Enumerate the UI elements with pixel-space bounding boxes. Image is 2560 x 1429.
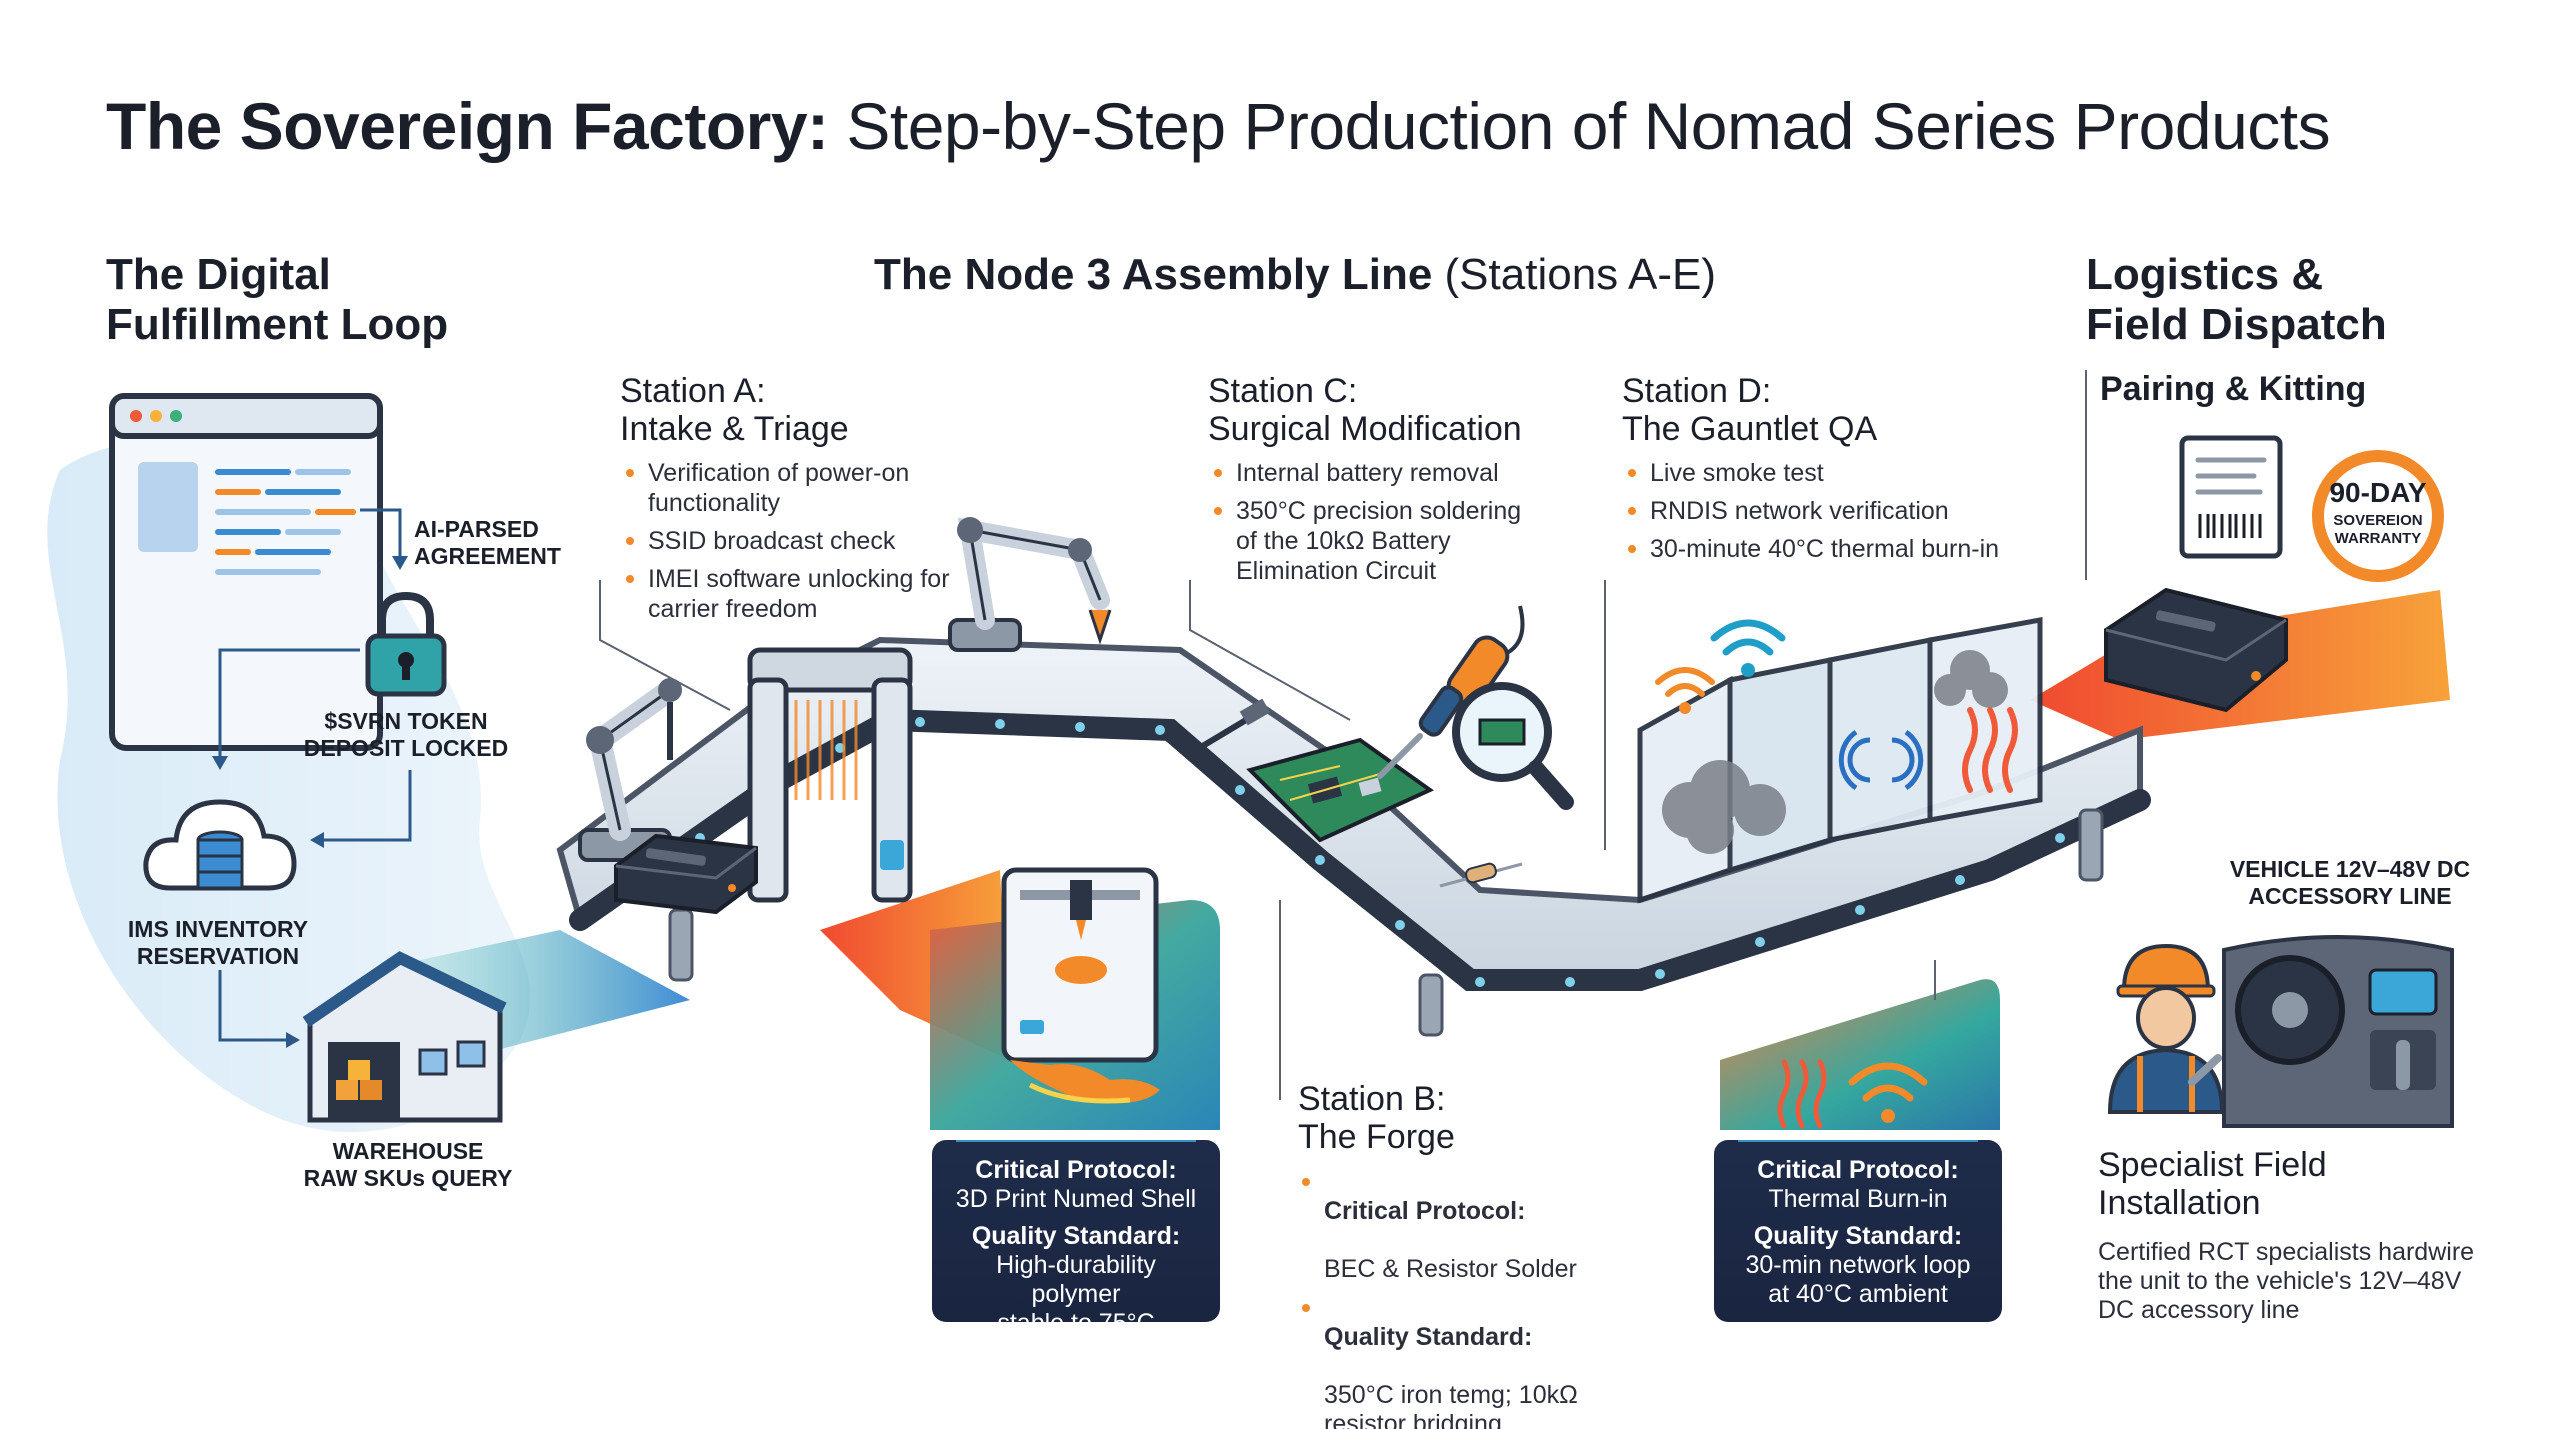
heading-assembly-line: The Node 3 Assembly Line (Stations A-E): [874, 250, 1874, 300]
router-device-icon: [2104, 587, 2288, 713]
scanner-gate-icon: [747, 647, 913, 903]
station-b-key: Critical Protocol:: [1324, 1197, 1526, 1225]
station-d: Station D: The Gauntlet QA Live smoke te…: [1622, 372, 2042, 572]
station-d-item: 30-minute 40°C thermal burn-in: [1622, 534, 2042, 564]
station-c-title-1: Station C:: [1208, 372, 1358, 410]
station-b-value: BEC & Resistor Solder: [1324, 1255, 1577, 1283]
field-installation-text: Certified RCT specialists hardwire the u…: [2098, 1238, 2475, 1324]
station-c-item: 350°C precision soldering of the 10kΩ Ba…: [1208, 496, 1538, 586]
card-divider: [1738, 1140, 1978, 1142]
heading-logistics: Logistics & Field Dispatch: [2086, 250, 2387, 349]
station-d-list: Live smoke test RNDIS network verificati…: [1622, 458, 2042, 564]
station-b-item: Quality Standard: 350°C iron temg; 10kΩ …: [1298, 1294, 1678, 1429]
station-c-item: Internal battery removal: [1208, 458, 1538, 488]
station-a-title-2: Intake & Triage: [620, 410, 849, 448]
station-a-item: Verification of power-on functionality: [620, 458, 950, 518]
card-key: Critical Protocol:: [975, 1156, 1177, 1184]
pairing-kitting-label: Pairing & Kitting: [2100, 370, 2367, 408]
station-c-title-2: Surgical Modification: [1208, 410, 1522, 448]
station-b-item: Critical Protocol: BEC & Resistor Solder: [1298, 1168, 1678, 1284]
wifi-icon: [1655, 667, 1715, 714]
protocol-card-thermal: Critical Protocol: Thermal Burn-in Quali…: [1714, 1140, 2002, 1322]
dashboard-icon: [2222, 935, 2454, 1128]
browser-window-icon: [109, 393, 383, 751]
wifi-icon: [1710, 619, 1786, 677]
router-device-icon: [614, 833, 758, 915]
page-title: The Sovereign Factory: Step-by-Step Prod…: [106, 86, 2486, 166]
technician-icon: [2107, 943, 2225, 1114]
warranty-badge-icon: [2312, 450, 2444, 582]
station-c-list: Internal battery removal 350°C precision…: [1208, 458, 1538, 586]
heading-assembly-light: (Stations A-E): [1444, 250, 1716, 299]
warranty-badge-text: SOVEREION WARRANTY: [2333, 512, 2423, 547]
label-ims-reservation: IMS INVENTORY RESERVATION: [127, 916, 309, 969]
resistor-icon: [1439, 862, 1523, 888]
station-d-title-2: The Gauntlet QA: [1622, 410, 1878, 448]
smoke-chamber-icon: [1637, 617, 2043, 904]
card-value: High-durability polymer stable to 75°C: [996, 1251, 1156, 1337]
card-divider: [956, 1140, 1196, 1142]
card-value: Thermal Burn-in: [1768, 1185, 1948, 1213]
label-token-deposit: $SVRN TOKEN DEPOSIT LOCKED: [303, 708, 509, 761]
soldering-iron-icon: [1377, 605, 1525, 779]
3d-printer-icon: [1001, 867, 1160, 1104]
loop-arrows: [212, 508, 412, 1048]
station-a-item: IMEI software unlocking for carrier free…: [620, 564, 950, 624]
title-rest: Step-by-Step Production of Nomad Series …: [846, 89, 2331, 163]
label-ai-agreement: AI-PARSED AGREEMENT: [414, 516, 561, 569]
warranty-badge-days: 90-DAY: [2329, 477, 2427, 508]
heat-wifi-icon: [1777, 1059, 1928, 1129]
title-bold: The Sovereign Factory:: [106, 89, 829, 163]
station-b: Station B: The Forge Critical Protocol: …: [1298, 1080, 1678, 1429]
heading-fulfillment-loop: The Digital Fulfillment Loop: [106, 250, 449, 349]
station-d-item: RNDIS network verification: [1622, 496, 2042, 526]
station-a-item: SSID broadcast check: [620, 526, 950, 556]
station-b-key: Quality Standard:: [1324, 1323, 1533, 1351]
station-b-title-2: The Forge: [1298, 1118, 1455, 1156]
station-d-item: Live smoke test: [1622, 458, 2042, 488]
station-a: Station A: Intake & Triage Verification …: [620, 372, 950, 632]
cloud-database-icon: [143, 799, 297, 891]
padlock-icon: [365, 591, 447, 697]
station-a-title-1: Station A:: [620, 372, 766, 410]
cable-icon: [1194, 698, 1271, 753]
pcb-board-icon: [1246, 737, 1434, 843]
protocol-card-3d-print: Critical Protocol: 3D Print Numed Shell …: [932, 1140, 1220, 1337]
station-b-list: Critical Protocol: BEC & Resistor Solder…: [1298, 1168, 1678, 1429]
document-barcode-icon: [2179, 435, 2283, 559]
warehouse-icon: [302, 951, 507, 1123]
station-b-title-1: Station B:: [1298, 1080, 1446, 1118]
card-key: Quality Standard:: [1753, 1222, 1963, 1250]
card-value: 30-min network loop at 40°C ambient: [1745, 1251, 1971, 1308]
field-installation-heading: Specialist Field Installation: [2098, 1146, 2327, 1222]
station-d-title-1: Station D:: [1622, 372, 1772, 410]
label-warehouse-query: WAREHOUSE RAW SKUs QUERY: [303, 1138, 513, 1191]
station-b-value: 350°C iron temg; 10kΩ resistor bridging: [1324, 1381, 1578, 1429]
card-value: 3D Print Numed Shell: [955, 1185, 1197, 1213]
robot-arm-icon: [948, 517, 1112, 652]
card-key: Quality Standard:: [971, 1222, 1181, 1250]
magnifier-icon: [1452, 682, 1574, 810]
station-c: Station C: Surgical Modification Interna…: [1208, 372, 1578, 594]
heading-assembly-bold: The Node 3 Assembly Line: [874, 250, 1433, 299]
card-key: Critical Protocol:: [1757, 1156, 1959, 1184]
vehicle-accessory-label: VEHICLE 12V–48V DC ACCESSORY LINE: [2229, 856, 2471, 909]
station-a-list: Verification of power-on functionality S…: [620, 458, 950, 624]
